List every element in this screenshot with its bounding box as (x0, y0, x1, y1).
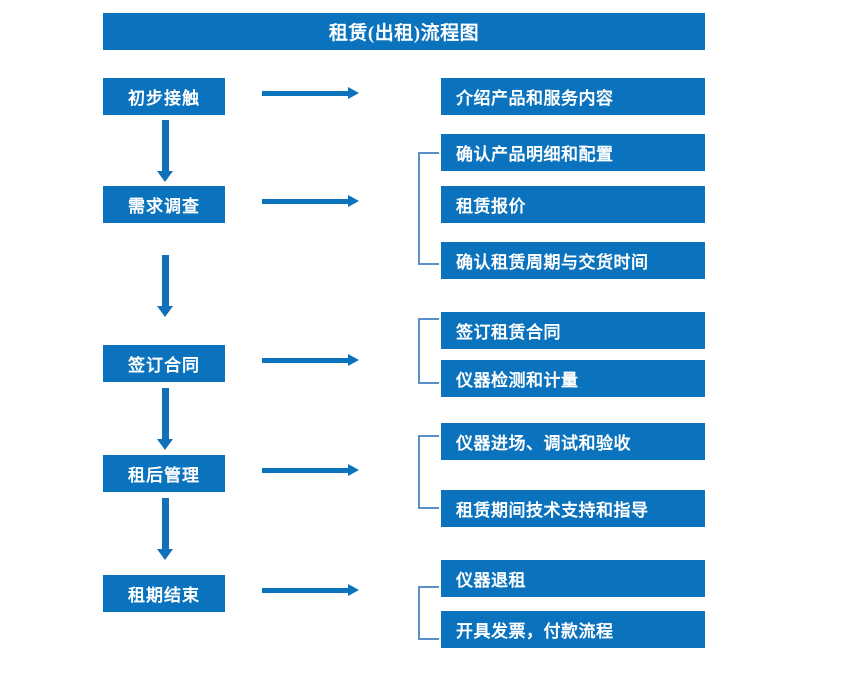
detail-box-1[interactable]: 介绍产品和服务内容 (441, 78, 705, 115)
arrow-right-icon-5 (262, 584, 359, 597)
detail-box-5[interactable]: 签订租赁合同 (441, 312, 705, 349)
detail-box-9[interactable]: 仪器退租 (441, 560, 705, 597)
bracket-icon-5 (418, 586, 439, 640)
arrow-right-icon-4 (262, 464, 359, 477)
stage-box-1[interactable]: 初步接触 (103, 78, 225, 115)
detail-box-6[interactable]: 仪器检测和计量 (441, 360, 705, 397)
detail-box-4[interactable]: 确认租赁周期与交货时间 (441, 242, 705, 279)
stage-box-2[interactable]: 需求调查 (103, 186, 225, 223)
stage-box-3[interactable]: 签订合同 (103, 345, 225, 382)
arrow-down-icon-2 (155, 255, 175, 317)
arrow-right-icon-1 (262, 87, 359, 100)
arrow-down-icon-1 (155, 120, 175, 182)
arrow-right-icon-3 (262, 354, 359, 367)
diagram-title: 租赁(出租)流程图 (103, 13, 705, 50)
arrow-down-icon-3 (155, 388, 175, 450)
detail-box-7[interactable]: 仪器进场、调试和验收 (441, 423, 705, 460)
detail-box-3[interactable]: 租赁报价 (441, 186, 705, 223)
stage-box-4[interactable]: 租后管理 (103, 455, 225, 492)
bracket-icon-3 (418, 318, 439, 384)
detail-box-8[interactable]: 租赁期间技术支持和指导 (441, 490, 705, 527)
detail-box-2[interactable]: 确认产品明细和配置 (441, 134, 705, 171)
bracket-icon-2 (418, 152, 439, 265)
arrow-right-icon-2 (262, 195, 359, 208)
detail-box-10[interactable]: 开具发票，付款流程 (441, 611, 705, 648)
bracket-icon-4 (418, 435, 439, 509)
arrow-down-icon-4 (155, 498, 175, 560)
stage-box-5[interactable]: 租期结束 (103, 575, 225, 612)
